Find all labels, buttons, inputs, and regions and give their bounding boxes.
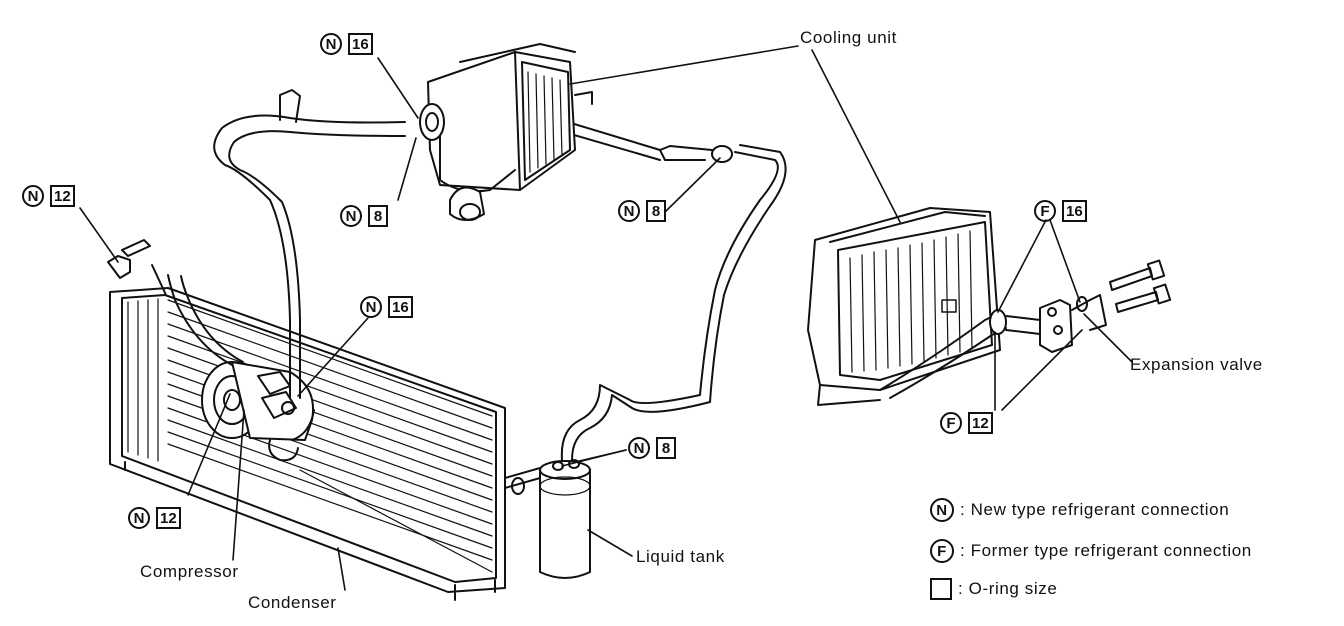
callout-f16: F 16 (1034, 200, 1087, 222)
callout-n12-compressor: N 12 (128, 507, 181, 529)
expansion-valve-label: Expansion valve (1130, 355, 1263, 374)
legend-former-type-text: : Former type refrigerant connection (960, 541, 1252, 560)
oring-size-square-icon (930, 578, 952, 600)
legend-oring-size: : O-ring size (930, 578, 1057, 600)
callout-n8-tank: N 8 (628, 437, 676, 459)
callout-n16-compressor: N 16 (360, 296, 413, 318)
cooling-unit-label: Cooling unit (800, 28, 897, 47)
new-type-connection-icon: N (128, 507, 150, 529)
callout-n12-left: N 12 (22, 185, 75, 207)
new-type-connection-icon: N (360, 296, 382, 318)
legend-new-type-text: : New type refrigerant connection (960, 500, 1230, 519)
former-type-connection-icon: F (940, 412, 962, 434)
new-type-connection-icon: N (930, 498, 954, 522)
former-type-connection-icon: F (930, 539, 954, 563)
oring-size-box: 8 (646, 200, 666, 222)
compressor-drawing (201, 361, 315, 462)
legend-former-type: F : Former type refrigerant connection (930, 539, 1252, 563)
callout-n8-top: N 8 (340, 205, 388, 227)
leader-lines (79, 45, 1133, 591)
new-type-connection-icon: N (22, 185, 44, 207)
oring-size-box: 8 (368, 205, 388, 227)
callout-n8-mid: N 8 (618, 200, 666, 222)
callout-f12: F 12 (940, 412, 993, 434)
callout-n16-top: N 16 (320, 33, 373, 55)
new-type-connection-icon: N (618, 200, 640, 222)
legend-new-type: N : New type refrigerant connection (930, 498, 1229, 522)
oring-size-box: 12 (968, 412, 993, 434)
refrigerant-lines (167, 89, 787, 495)
condenser-label: Condenser (248, 593, 337, 612)
new-type-connection-icon: N (340, 205, 362, 227)
former-type-connection-icon: F (1034, 200, 1056, 222)
cooling-unit-top-drawing (419, 43, 593, 221)
oring-size-box: 16 (1062, 200, 1087, 222)
liquid-tank-drawing (539, 459, 591, 579)
oring-size-box: 12 (156, 507, 181, 529)
compressor-label: Compressor (140, 562, 239, 581)
cooling-unit-detail-drawing (807, 207, 1172, 406)
new-type-connection-icon: N (320, 33, 342, 55)
legend-oring-size-text: : O-ring size (958, 579, 1058, 598)
new-type-connection-icon: N (628, 437, 650, 459)
oring-size-box: 8 (656, 437, 676, 459)
oring-size-box: 16 (388, 296, 413, 318)
oring-size-box: 12 (50, 185, 75, 207)
liquid-tank-label: Liquid tank (636, 547, 725, 566)
oring-size-box: 16 (348, 33, 373, 55)
